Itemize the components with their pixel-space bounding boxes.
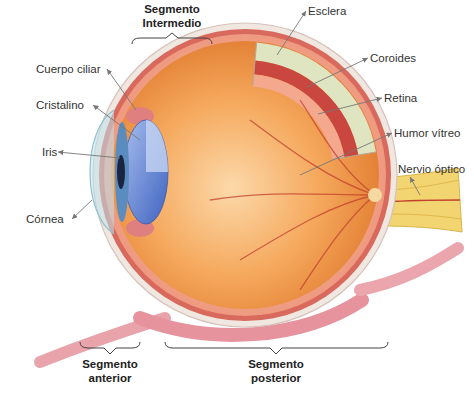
retina xyxy=(104,34,386,316)
leader-line xyxy=(410,177,420,195)
segment-label: Segmento posterior xyxy=(240,357,312,385)
part-label: Coroides xyxy=(370,51,416,65)
segment-bracket xyxy=(165,342,388,354)
segment-label: Segmento Intermedio xyxy=(126,2,218,30)
lens-cut xyxy=(146,120,168,172)
blood-vessel xyxy=(300,195,375,290)
leader-line xyxy=(318,98,382,114)
blood-vessel xyxy=(240,195,375,260)
cut-edge xyxy=(253,43,257,87)
blood-vessel xyxy=(210,194,375,200)
part-label: Iris xyxy=(42,145,57,159)
blood-vessel xyxy=(250,120,375,195)
part-label: Esclera xyxy=(308,4,346,18)
leader-line xyxy=(277,11,306,55)
leader-line xyxy=(300,133,392,175)
segment-bracket xyxy=(80,342,140,354)
part-label: Cristalino xyxy=(36,98,84,112)
nerve-fiber xyxy=(390,180,459,190)
sclera xyxy=(93,23,397,327)
leader-line xyxy=(307,58,368,87)
part-label: Retina xyxy=(384,91,417,105)
segment-label: Segmento anterior xyxy=(74,357,146,385)
pupil xyxy=(117,155,125,189)
blood-vessel xyxy=(300,100,375,195)
iris xyxy=(115,122,129,222)
leader-line xyxy=(58,152,120,158)
part-label: Humor vítreo xyxy=(394,126,460,140)
part-label: Nervio óptico xyxy=(398,162,465,176)
cornea xyxy=(90,110,114,234)
leader-lines xyxy=(58,11,420,219)
leader-line xyxy=(72,200,92,219)
leader-line xyxy=(107,69,136,110)
retina-cut xyxy=(253,80,338,158)
brackets xyxy=(80,33,388,354)
blood-vessel xyxy=(385,200,460,202)
leader-line xyxy=(93,105,140,140)
optic-disc xyxy=(368,188,382,202)
part-label: Cuerpo ciliar xyxy=(36,62,101,76)
segment-bracket xyxy=(132,33,212,44)
retinal-vessels xyxy=(210,100,375,290)
lens xyxy=(124,120,168,224)
nerve-fiber xyxy=(390,214,461,219)
vitreous-humor xyxy=(111,41,379,309)
part-label: Córnea xyxy=(26,212,64,226)
choroid xyxy=(99,29,391,321)
